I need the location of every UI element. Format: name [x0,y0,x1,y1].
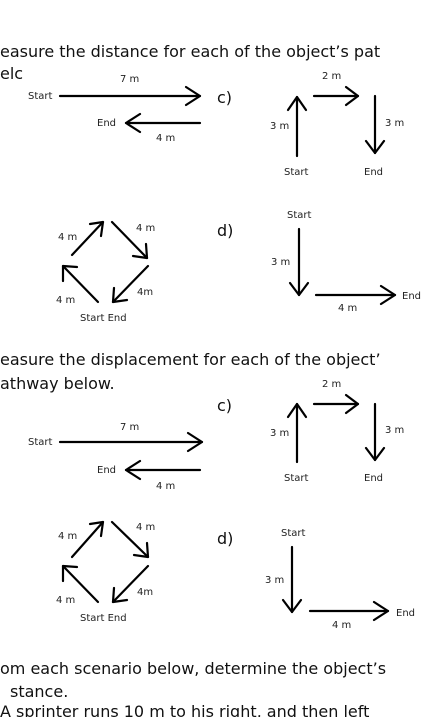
distance-label-4m: 4 m [332,620,351,631]
arrow-diag-up-left [61,264,100,304]
distance-label-3m-left: 3 m [270,428,289,439]
distance-label-3m-right: 3 m [385,118,404,129]
arrow-head [88,520,105,538]
end-label: End [364,167,383,178]
distance-label-3m-right: 3 m [385,425,404,436]
arrow-head-right [379,284,397,306]
q1-diagram-c: 3 m 2 m 3 m Start End [270,71,404,178]
arrow-head [111,586,129,604]
end-label: End [396,608,415,619]
question-3-line-3: A sprinter runs 10 m to his right, and t… [0,702,370,717]
distance-label-4m: 4 m [156,133,175,144]
arrow-head-right [344,85,360,107]
q1-diagram-b: 4 m 4 m 4m 4 m Start End [56,220,155,324]
distance-label-4m: 4 m [56,295,75,306]
question-1-line-2: elc [0,64,24,83]
arrow-diag-down-left [111,564,150,604]
distance-label-7m: 7 m [120,74,139,85]
start-label: Start [281,528,306,539]
start-label: Start [28,437,53,448]
distance-label-4m: 4 m [58,531,77,542]
question-3-line-2: stance. [10,682,69,701]
distance-label-2m: 2 m [322,379,341,390]
end-label: End [364,473,383,484]
distance-label-3m-left: 3 m [270,121,289,132]
arrow-head-right [184,85,202,107]
distance-label-3m: 3 m [271,257,290,268]
arrow-head [88,220,105,238]
q2-diagram-a: Start 7 m End 4 m [28,422,204,492]
arrow-diag-up-right [70,220,105,257]
question-2-line-1: easure the displacement for each of the … [0,350,381,369]
start-end-label: Start End [80,313,127,324]
end-label: End [97,465,116,476]
arrow-head-down [281,598,303,614]
arrow-head-down [364,139,386,155]
arrow-head-left [124,112,142,134]
q2-part-d-label: d) [217,529,234,548]
start-label: Start [28,91,53,102]
question-3-line-1: om each scenario below, determine the ob… [0,659,387,678]
arrow-head-up [286,95,308,112]
arrow-diag-up-right [70,520,105,559]
arrow-diag-down-right [110,220,149,260]
start-label: Start [284,473,309,484]
distance-label-4m: 4 m [338,303,357,314]
distance-label-2m: 2 m [322,71,341,82]
arrow-head-right [186,431,204,453]
q2-diagram-b: 4 m 4 m 4m 4 m Start End [56,520,155,624]
arrow-diag-down-right [110,520,150,559]
arrow-head [131,242,149,260]
q2-diagram-c: 3 m 2 m 3 m Start End [270,379,404,484]
q1-part-c-label: c) [217,88,233,107]
q2-diagram-d: Start 3 m 4 m End [265,528,415,631]
q1-part-d-label: d) [217,221,234,240]
question-1-line-1: easure the distance for each of the obje… [0,42,381,61]
start-label: Start [284,167,309,178]
end-label: End [402,291,421,302]
distance-label-4m: 4 m [58,232,77,243]
distance-label-4m: 4 m [56,595,75,606]
distance-label-4m-b: 4m [137,587,153,598]
distance-label-4m-b: 4m [137,287,153,298]
q1-diagram-d: Start 3 m 4 m End [271,210,421,314]
arrow-diag-up-left [61,564,100,604]
end-label: End [97,118,116,129]
distance-label-4m: 4 m [136,223,155,234]
arrow-head-right [344,393,360,415]
arrow-head-down [288,281,310,297]
question-2-line-2: athway below. [0,374,115,393]
distance-label-4m: 4 m [136,522,155,533]
q2-part-c-label: c) [217,396,233,415]
arrow-head [132,541,150,559]
arrow-head-down [364,446,386,462]
arrow-head-right [372,600,390,622]
distance-label-3m: 3 m [265,575,284,586]
arrow-diag-down-left [111,264,150,304]
arrow-head [111,286,129,304]
start-end-label: Start End [80,613,127,624]
arrow-head [61,564,79,583]
distance-label-7m: 7 m [120,422,139,433]
arrow-head-up [286,402,308,419]
distance-label-4m: 4 m [156,481,175,492]
q1-diagram-a: Start 7 m End 4 m [28,74,202,144]
start-label: Start [287,210,312,221]
arrow-head-left [124,459,142,481]
arrow-head [61,264,79,283]
